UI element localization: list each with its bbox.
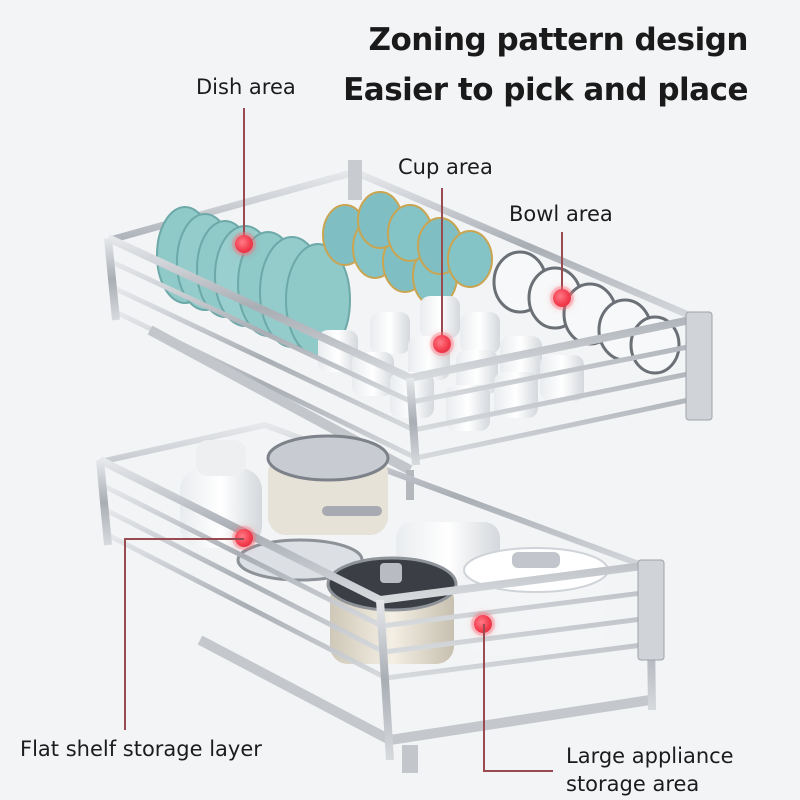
upper-basket: [104, 160, 713, 500]
bowl-stacks: [322, 191, 493, 307]
dish-area-leader: [243, 108, 245, 244]
flat-shelf-leader-h: [124, 538, 244, 540]
cup-area-marker: [433, 335, 451, 353]
cup-area-label: Cup area: [398, 155, 493, 179]
cup-area-leader: [441, 188, 443, 344]
flat-shelf-leader-v: [124, 538, 126, 730]
bowl-area-label: Bowl area: [509, 202, 613, 226]
flat-shelf-marker: [235, 529, 253, 547]
bowl-area-leader: [561, 232, 563, 298]
large-appliance-leader-h: [483, 770, 553, 772]
headline-line-2: Easier to pick and place: [343, 72, 748, 108]
bowl-area-marker: [553, 289, 571, 307]
headline-line-1: Zoning pattern design: [368, 22, 749, 58]
large-appliance-leader-v: [483, 624, 485, 770]
dish-area-label: Dish area: [196, 75, 296, 99]
large-appliance-label-line-1: Large appliance: [566, 744, 734, 768]
lower-basket: [96, 421, 665, 773]
large-appliance-label: Large appliance storage area: [566, 742, 734, 798]
flat-shelf-label: Flat shelf storage layer: [20, 737, 262, 761]
dish-area-marker: [235, 235, 253, 253]
large-appliance-label-line-2: storage area: [566, 772, 700, 796]
stock-pot: [266, 434, 390, 535]
